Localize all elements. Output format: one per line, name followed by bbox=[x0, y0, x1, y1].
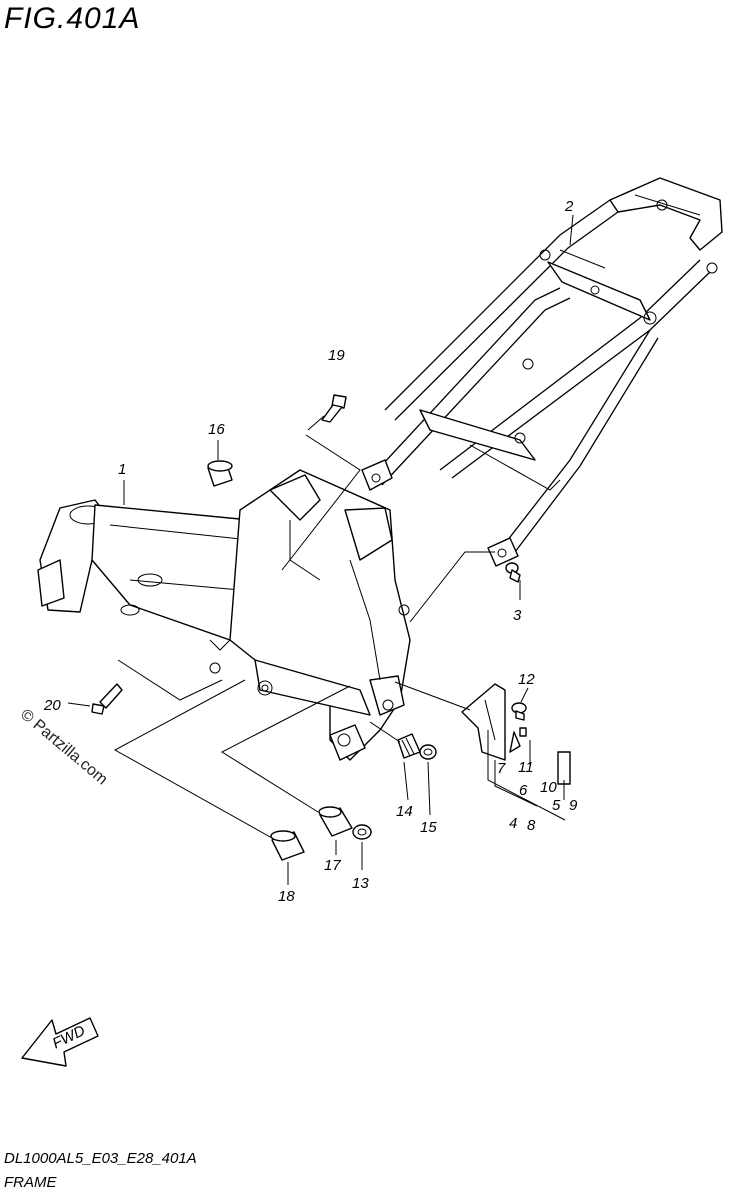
callout-7: 7 bbox=[497, 760, 506, 777]
main-frame-part bbox=[37, 469, 411, 761]
callout-11: 11 bbox=[518, 759, 534, 776]
callout-18: 18 bbox=[278, 888, 295, 905]
adjuster-14 bbox=[397, 733, 421, 759]
callout-3: 3 bbox=[513, 607, 522, 624]
figure-name: FRAME bbox=[4, 1174, 57, 1191]
figure-title: FIG.401A bbox=[4, 2, 141, 35]
callout-9: 9 bbox=[569, 797, 578, 814]
fwd-arrow-icon: FWD bbox=[21, 1017, 99, 1067]
bolt-3 bbox=[505, 562, 521, 583]
callout-14: 14 bbox=[396, 803, 413, 820]
bushing-16 bbox=[207, 460, 233, 487]
callout-15: 15 bbox=[420, 819, 437, 836]
collar-18 bbox=[270, 830, 305, 861]
model-code: DL1000AL5_E03_E28_401A bbox=[4, 1150, 197, 1167]
collar-17 bbox=[318, 806, 353, 837]
callout-1: 1 bbox=[118, 461, 126, 478]
callout-13: 13 bbox=[352, 875, 369, 892]
callout-2: 2 bbox=[564, 198, 574, 215]
callout-19: 19 bbox=[328, 347, 345, 364]
bolt-19 bbox=[321, 394, 347, 423]
rear-subframe-part bbox=[361, 177, 723, 567]
callout-10: 10 bbox=[540, 779, 557, 796]
nut-15 bbox=[419, 744, 437, 760]
bolt-20 bbox=[91, 683, 123, 715]
nut-13 bbox=[352, 824, 372, 840]
callout-6: 6 bbox=[519, 782, 528, 799]
callout-8: 8 bbox=[527, 817, 536, 834]
callout-4: 4 bbox=[509, 815, 517, 832]
side-cover-part bbox=[461, 683, 571, 785]
leader-lines bbox=[67, 214, 574, 885]
callout-16: 16 bbox=[208, 421, 225, 438]
screw-12 bbox=[511, 702, 527, 721]
callout-5: 5 bbox=[552, 797, 561, 814]
callout-17: 17 bbox=[324, 857, 341, 874]
callout-12: 12 bbox=[518, 671, 535, 688]
callout-20: 20 bbox=[43, 697, 61, 714]
